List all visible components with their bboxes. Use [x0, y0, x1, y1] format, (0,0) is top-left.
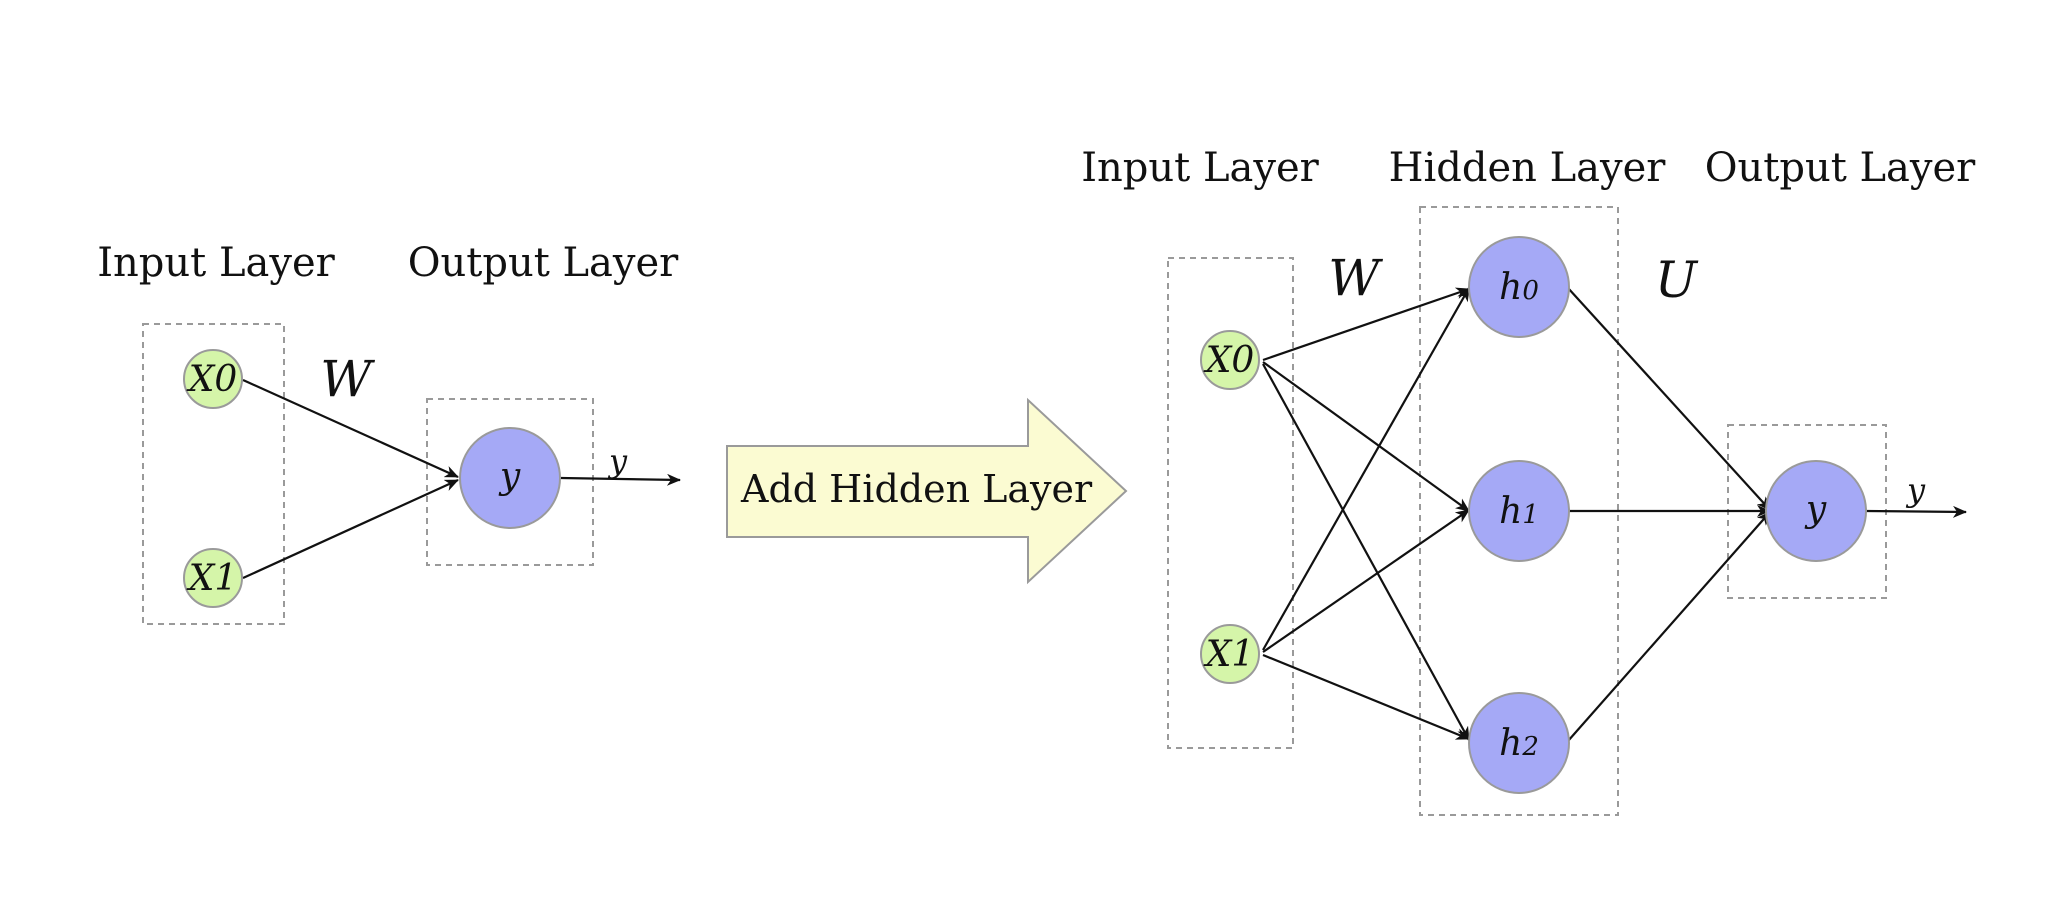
- left-output-node-y: y: [459, 427, 561, 529]
- right-hidden-node-h1-circle: [1468, 460, 1570, 562]
- left-output-arrow-label: y: [607, 442, 628, 480]
- right-input-node-x1-circle: [1200, 624, 1260, 684]
- left-input-layer-label: Input Layer: [97, 240, 335, 286]
- right-edge-x1-h2: [1262, 653, 1470, 741]
- right-edge-x0-h2: [1262, 363, 1470, 741]
- right-input-node-x0-circle: [1200, 330, 1260, 390]
- right-hidden-node-h1: h1: [1468, 460, 1570, 562]
- right-hidden-node-h2-circle: [1468, 692, 1570, 794]
- right-hidden-node-h0: h0: [1468, 236, 1570, 338]
- left-input-node-x1: X1: [183, 548, 243, 608]
- right-edge-h0-y: [1567, 287, 1771, 511]
- right-output-layer-label: Output Layer: [1705, 145, 1976, 191]
- left-output-layer-label: Output Layer: [408, 240, 679, 286]
- left-input-layer-box: [142, 323, 285, 625]
- left-input-node-x0-circle: [183, 349, 243, 409]
- right-input-node-x1-label: X1: [1203, 634, 1255, 675]
- right-edge-x0-h1: [1262, 361, 1470, 512]
- left-output-node-y-label: y: [498, 456, 521, 497]
- right-edge-h2-y: [1567, 511, 1771, 742]
- left-input-node-x1-circle: [183, 548, 243, 608]
- right-network: Input Layer Hidden Layer Output Layer W …: [1081, 145, 1976, 816]
- right-input-layer-box: [1167, 257, 1294, 749]
- right-hidden-node-h2-label: h2: [1499, 723, 1539, 764]
- right-weight-label-u: U: [1655, 251, 1699, 309]
- right-hidden-node-h0-base: h: [1499, 267, 1522, 308]
- right-input-node-x0-label: X0: [1203, 340, 1255, 381]
- left-input-node-x0-label: X0: [186, 359, 238, 400]
- left-output-node-y-circle: [459, 427, 561, 529]
- right-input-layer-label: Input Layer: [1081, 145, 1319, 191]
- add-hidden-layer-arrow-shape: [726, 397, 1128, 585]
- right-hidden-node-h2: h2: [1468, 692, 1570, 794]
- right-hidden-layer-box: [1419, 206, 1619, 816]
- right-input-node-x0: X0: [1200, 330, 1260, 390]
- left-input-node-x0: X0: [183, 349, 243, 409]
- left-edge-x0-y: [242, 378, 459, 479]
- right-hidden-node-h2-base: h: [1499, 723, 1522, 764]
- left-edge-x1-y: [242, 478, 459, 580]
- right-weight-label-w: W: [1328, 249, 1383, 307]
- right-hidden-node-h0-label: h0: [1499, 267, 1539, 308]
- left-output-arrow: [560, 473, 681, 486]
- right-edge-x1-h1: [1262, 509, 1470, 653]
- left-input-node-x1-label: X1: [186, 558, 238, 599]
- right-edge-x1-h0: [1262, 287, 1470, 651]
- right-hidden-node-h1-base: h: [1499, 491, 1522, 532]
- add-hidden-layer-arrow-label: Add Hidden Layer: [740, 467, 1093, 511]
- right-output-arrow: [1865, 505, 1967, 518]
- right-output-node-y: y: [1765, 460, 1867, 562]
- right-hidden-node-h0-sub: 0: [1522, 276, 1539, 306]
- left-network: Input Layer Output Layer W y X0 X1 y: [97, 240, 681, 625]
- right-hidden-layer-label: Hidden Layer: [1389, 145, 1667, 191]
- right-hidden-node-h1-label: h1: [1499, 491, 1539, 532]
- right-input-node-x1: X1: [1200, 624, 1260, 684]
- right-hidden-node-h0-circle: [1468, 236, 1570, 338]
- add-hidden-layer-arrow: Add Hidden Layer: [726, 397, 1128, 585]
- right-hidden-node-h1-sub: 1: [1522, 500, 1539, 530]
- right-output-arrow-label: y: [1905, 471, 1926, 509]
- left-weight-label-w: W: [320, 350, 375, 408]
- left-output-layer-box: [426, 398, 594, 566]
- right-edge-x0-h0: [1262, 287, 1470, 362]
- right-output-node-y-circle: [1765, 460, 1867, 562]
- right-hidden-node-h2-sub: 2: [1521, 732, 1539, 762]
- right-output-node-y-label: y: [1804, 489, 1827, 530]
